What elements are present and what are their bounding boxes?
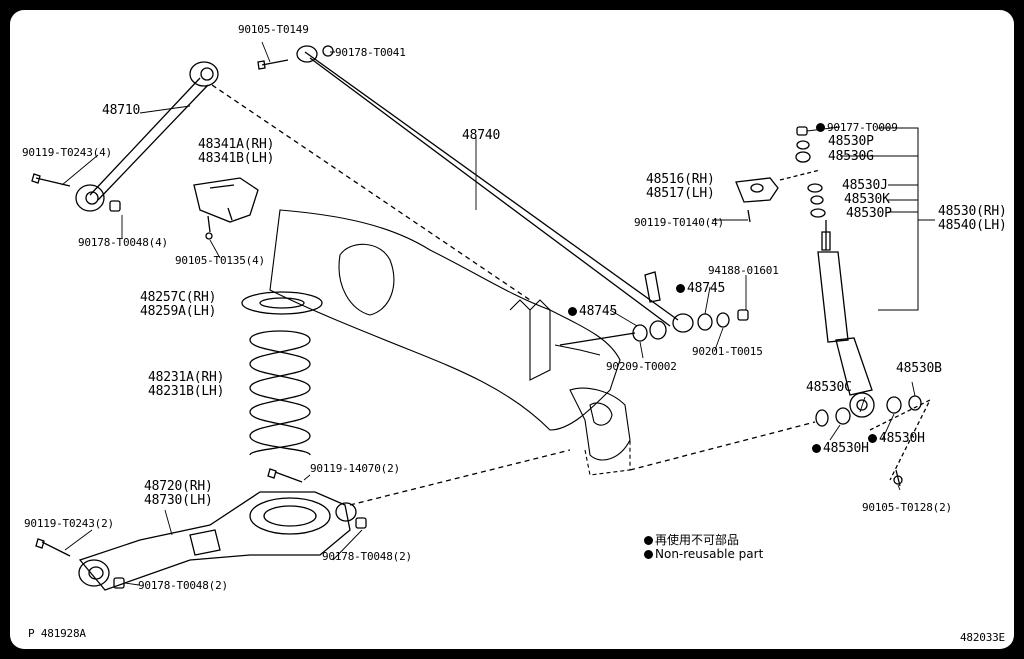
label-90177-t0009: 90177-T0009 (816, 122, 898, 133)
bolt-90105-t0135 (205, 215, 213, 240)
label-48341b: 48341B(LH) (198, 151, 275, 166)
label-48231a: 48231A(RH) (148, 370, 225, 385)
lower-control-arm (78, 449, 571, 591)
shock-washers-top (795, 126, 826, 218)
label-90119-t0243-4: 90119-T0243(4) (22, 146, 112, 159)
label-48231b: 48231B(LH) (148, 384, 225, 399)
label-48745-right: 48745 (676, 282, 725, 295)
label-48540-lh: 48540(LH) (938, 218, 1007, 233)
label-90178-t0048-2-left: 90178-T0048(2) (138, 579, 228, 592)
nut-90178-top (322, 45, 334, 57)
upper-control-arm (75, 61, 531, 301)
footer-code-left: P 481928A (28, 627, 86, 640)
label-48517: 48517(LH) (646, 186, 715, 201)
label-90201-t0015: 90201-T0015 (692, 345, 763, 358)
label-90105-t0128-2: 90105-T0128(2) (862, 501, 952, 514)
bolt-90119-upper (31, 173, 71, 187)
footer-code-right: 482033E (960, 631, 1005, 644)
label-90178-t0041: 90178-T0041 (335, 46, 406, 59)
label-48516: 48516(RH) (646, 172, 715, 187)
bolt-90105-top (257, 59, 289, 70)
label-48740: 48740 (462, 128, 501, 143)
label-90119-t0243-2: 90119-T0243(2) (24, 517, 114, 530)
legend-en: Non-reusable part (644, 547, 763, 563)
legend-jp: 再使用不可部品 (644, 531, 763, 547)
spring-seat (241, 291, 323, 315)
rod-end-bushings (559, 309, 749, 346)
label-48745-left: 48745 (568, 305, 617, 318)
shock-mount-48516 (735, 169, 821, 223)
label-48530-rh: 48530(RH) (938, 204, 1007, 219)
coil-spring (249, 330, 311, 456)
label-48530p-top: 48530P (828, 134, 874, 149)
label-90209-t0002: 90209-T0002 (606, 360, 677, 373)
label-48530b: 48530B (896, 361, 942, 376)
label-90178-t0048-2-right: 90178-T0048(2) (322, 550, 412, 563)
suspension-drawing (31, 41, 935, 591)
bolt-90105-t0128 (893, 469, 903, 487)
assembly-bracket (840, 127, 935, 311)
shock-bushings-bottom (629, 395, 932, 481)
legend: 再使用不可部品 Non-reusable part (644, 531, 763, 563)
bolt-90119-lower (35, 538, 71, 557)
label-90105-t0149: 90105-T0149 (238, 23, 309, 36)
nut-90178-upper (109, 200, 121, 212)
label-90119-14070-2: 90119-14070(2) (310, 462, 400, 475)
label-48730: 48730(LH) (144, 493, 213, 508)
label-48530p-bottom: 48530P (846, 206, 892, 221)
bolt-90119-14070 (267, 468, 303, 483)
label-48530h-left: 48530H (812, 442, 869, 455)
axle-housing (269, 209, 631, 476)
label-48341a: 48341A(RH) (198, 137, 275, 152)
label-48530j: 48530J (842, 178, 888, 193)
label-48530h-right: 48530H (868, 432, 925, 445)
shock-absorber (817, 220, 875, 418)
bracket-48341 (193, 177, 259, 223)
nut-90178-lower-b (355, 517, 367, 529)
label-90119-t0140-4: 90119-T0140(4) (634, 216, 724, 229)
label-90178-t0048-4: 90178-T0048(4) (78, 236, 168, 249)
label-48530k: 48530K (844, 192, 890, 207)
label-48720: 48720(RH) (144, 479, 213, 494)
label-48530g: 48530G (828, 149, 874, 164)
label-48257c: 48257C(RH) (140, 290, 217, 305)
lateral-rod (296, 45, 694, 333)
label-48530c: 48530C (806, 380, 852, 395)
nut-90178-lower-a (113, 577, 125, 589)
label-48259a: 48259A(LH) (140, 304, 217, 319)
leader-lines (61, 41, 916, 586)
label-94188-01601: 94188-01601 (708, 264, 779, 277)
label-90105-t0135-4: 90105-T0135(4) (175, 254, 265, 267)
label-48710: 48710 (102, 103, 141, 118)
diagram-frame: 90105-T0149 90178-T0041 48710 90119-T024… (10, 10, 1014, 649)
